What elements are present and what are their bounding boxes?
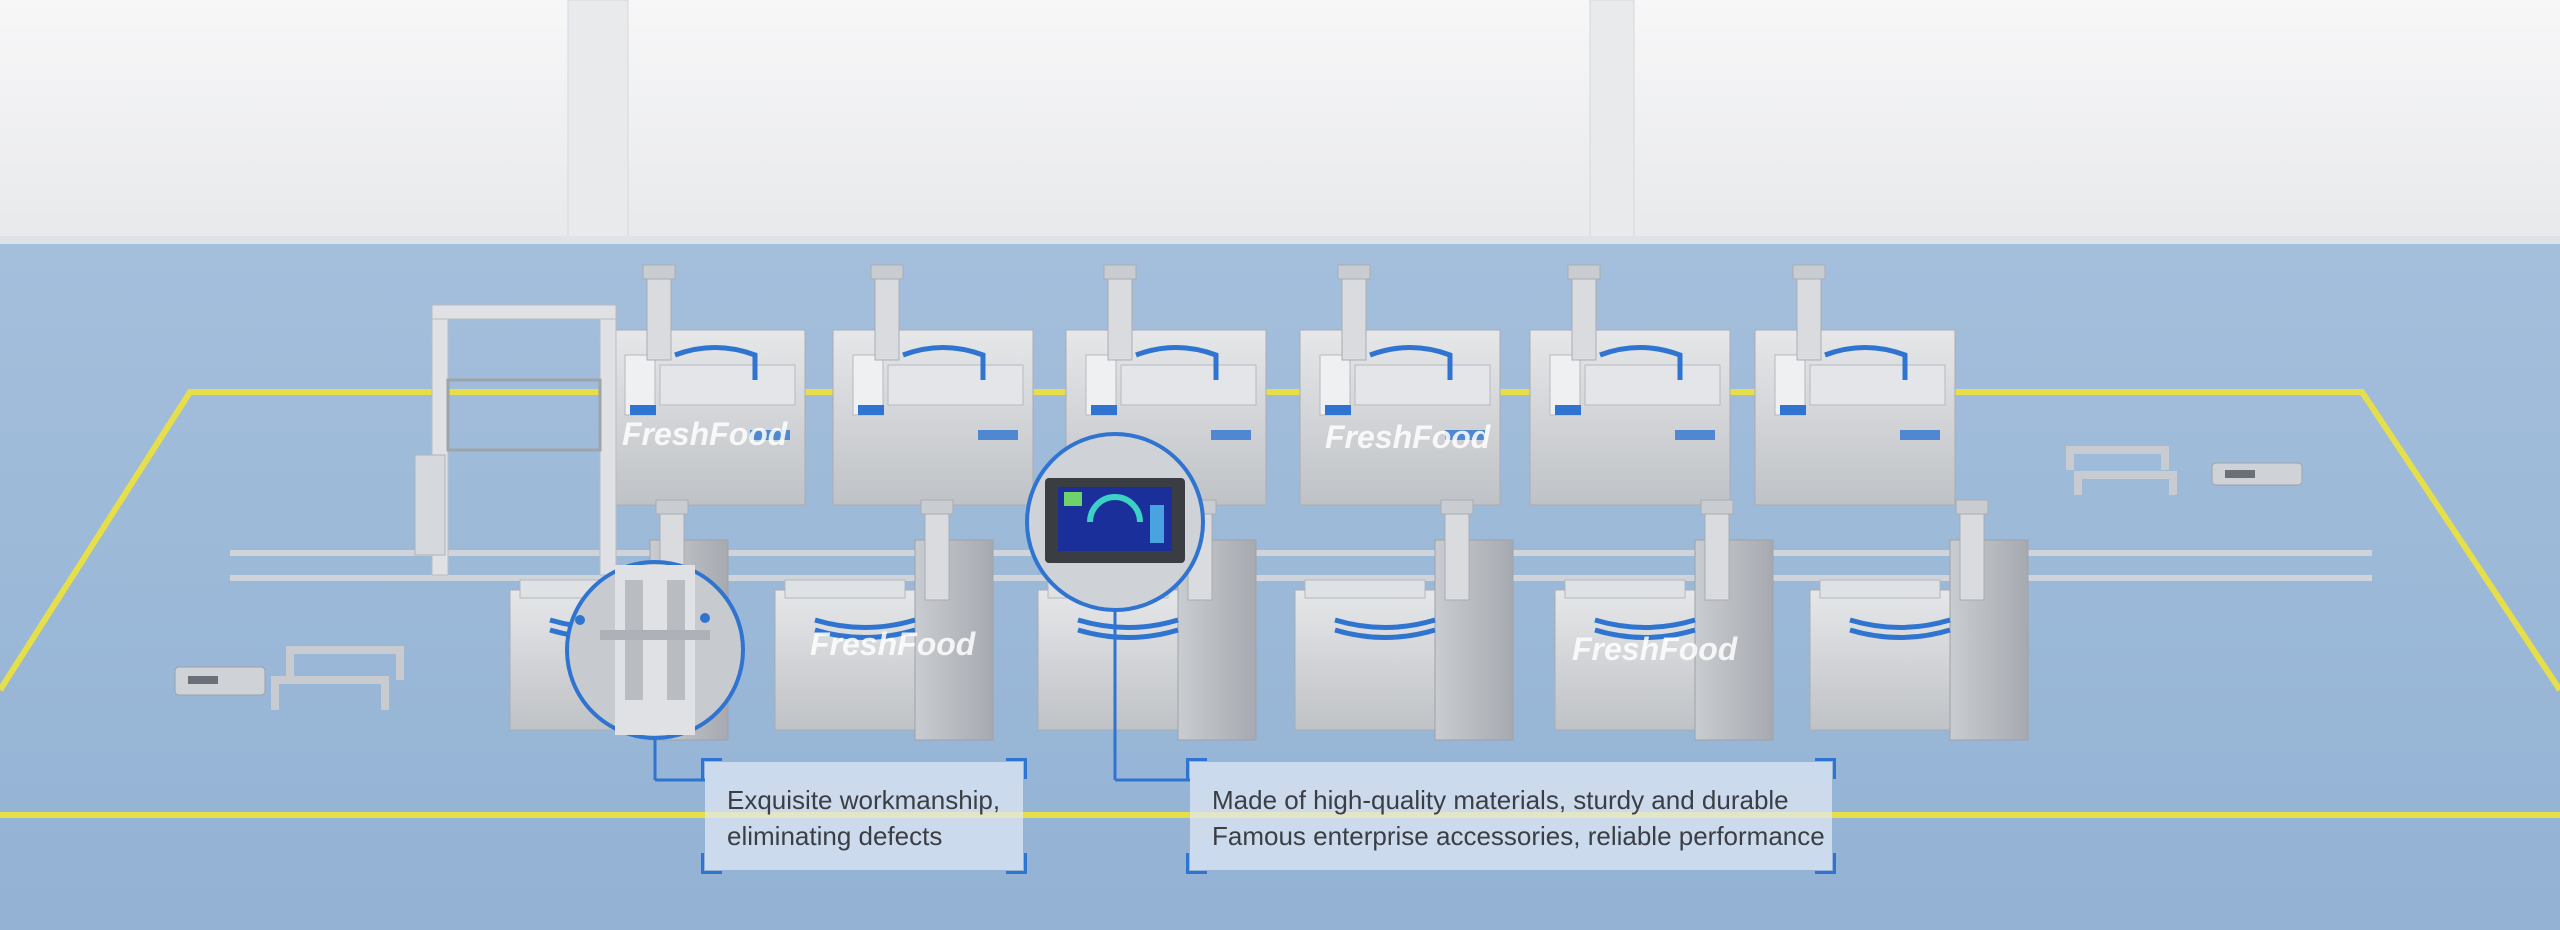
brand-logo: FreshFood <box>810 626 977 662</box>
frame-corner <box>701 853 722 874</box>
wall-column-left <box>567 0 629 256</box>
brand-logo: FreshFood <box>1572 631 1739 667</box>
brand-logo: FreshFood <box>622 416 789 452</box>
callout-workmanship: Exquisite workmanship, eliminating defec… <box>701 758 1027 874</box>
floor-boundary-line <box>0 389 2560 692</box>
wall-column-right <box>1589 0 1635 256</box>
filling-machine <box>1529 264 1731 506</box>
filling-machine <box>1554 499 1774 741</box>
frame-corner <box>701 758 722 779</box>
callout-line: eliminating defects <box>727 821 943 851</box>
machine-row-front <box>509 499 2029 741</box>
callout-line: Made of high-quality materials, sturdy a… <box>1212 785 1789 815</box>
detail-magnifier-control-panel <box>1025 432 1205 782</box>
wall-baseboard <box>0 236 2560 244</box>
filling-machine <box>1299 264 1501 506</box>
machine-row-back <box>604 264 1956 506</box>
filling-machine <box>1754 264 1956 506</box>
filling-machine <box>1809 499 2029 741</box>
frame-corner <box>1006 853 1027 874</box>
trolley-left <box>174 666 266 696</box>
frame-corner <box>1815 853 1836 874</box>
callout-materials: Made of high-quality materials, sturdy a… <box>1186 758 1836 874</box>
callout-line: Exquisite workmanship, <box>727 785 1001 815</box>
frame-corner <box>1186 758 1207 779</box>
frame-corner <box>1815 758 1836 779</box>
trolley-right <box>2211 462 2303 486</box>
callout-line: Famous enterprise accessories, reliable … <box>1212 821 1825 851</box>
filling-machine <box>1037 499 1257 741</box>
frame-corner <box>1186 853 1207 874</box>
lifter-frame <box>414 304 617 576</box>
detail-magnifier-pipe <box>565 560 745 782</box>
filling-machine <box>1294 499 1514 741</box>
filling-machine <box>774 499 994 741</box>
frame-corner <box>1006 758 1027 779</box>
brand-logo: FreshFood <box>1325 419 1492 455</box>
filling-machine <box>604 264 806 506</box>
filling-machine <box>832 264 1034 506</box>
hopper-handles <box>271 446 2177 710</box>
back-wall <box>0 0 2560 240</box>
